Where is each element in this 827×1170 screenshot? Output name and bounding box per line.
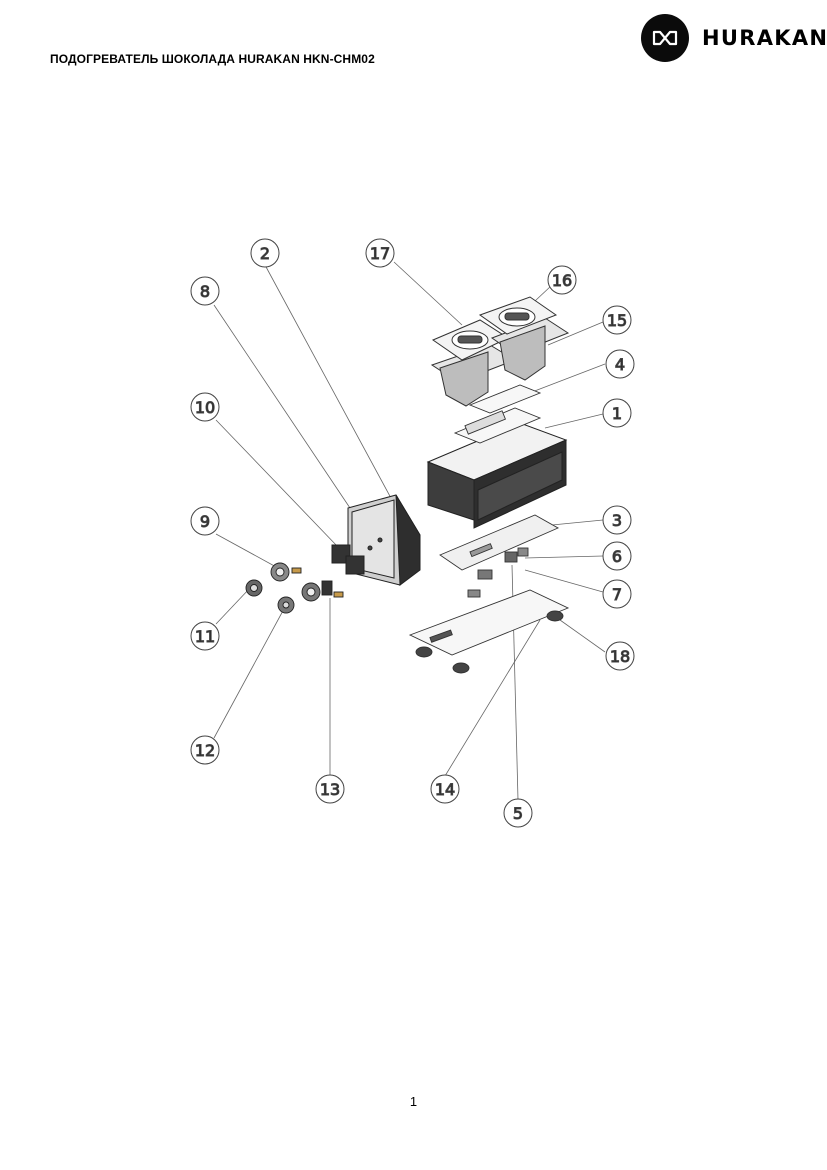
callout-2: 2 — [250, 238, 280, 268]
callout-5: 5 — [503, 798, 533, 828]
callout-label: 14 — [435, 780, 455, 799]
callout-10: 10 — [190, 392, 220, 422]
bottom-plate — [408, 589, 570, 674]
housing — [426, 422, 568, 529]
callout-label: 3 — [612, 511, 622, 530]
callout-label: 4 — [615, 355, 625, 374]
callout-1: 1 — [602, 398, 632, 428]
callout-label: 18 — [610, 647, 630, 666]
callout-9: 9 — [190, 506, 220, 536]
callout-17: 17 — [365, 238, 395, 268]
callout-label: 7 — [612, 585, 622, 604]
callout-label: 10 — [195, 398, 215, 417]
front-controls — [245, 562, 344, 614]
callout-label: 11 — [195, 627, 215, 646]
callout-7: 7 — [602, 579, 632, 609]
callout-label: 17 — [370, 244, 390, 263]
callout-3: 3 — [602, 505, 632, 535]
callout-label: 9 — [200, 512, 210, 531]
callout-11: 11 — [190, 621, 220, 651]
callout-16: 16 — [547, 265, 577, 295]
top-plate — [453, 384, 542, 444]
brand-name: HURAKAN — [702, 26, 827, 50]
callout-label: 13 — [320, 780, 340, 799]
page-number: 1 — [409, 1094, 418, 1109]
callout-8: 8 — [190, 276, 220, 306]
callout-label: 12 — [195, 741, 215, 760]
gn-pans — [430, 296, 570, 407]
callout-13: 13 — [315, 774, 345, 804]
callout-label: 8 — [200, 282, 210, 301]
callout-18: 18 — [605, 641, 635, 671]
callout-label: 6 — [612, 547, 622, 566]
callout-14: 14 — [430, 774, 460, 804]
base-plate — [439, 514, 560, 598]
callout-15: 15 — [602, 305, 632, 335]
brand-logo: HURAKAN — [641, 14, 827, 62]
callout-label: 16 — [552, 271, 572, 290]
callout-4: 4 — [605, 349, 635, 379]
callout-label: 15 — [607, 311, 627, 330]
callout-6: 6 — [602, 541, 632, 571]
callout-label: 2 — [260, 244, 270, 263]
callout-label: 5 — [513, 804, 523, 823]
callout-12: 12 — [190, 735, 220, 765]
document-title: ПОДОГРЕВАТЕЛЬ ШОКОЛАДА HURAKAN HKN-CHM02 — [50, 52, 375, 66]
control-panel — [331, 494, 421, 586]
callout-label: 1 — [612, 404, 622, 423]
logo-icon — [641, 14, 689, 62]
